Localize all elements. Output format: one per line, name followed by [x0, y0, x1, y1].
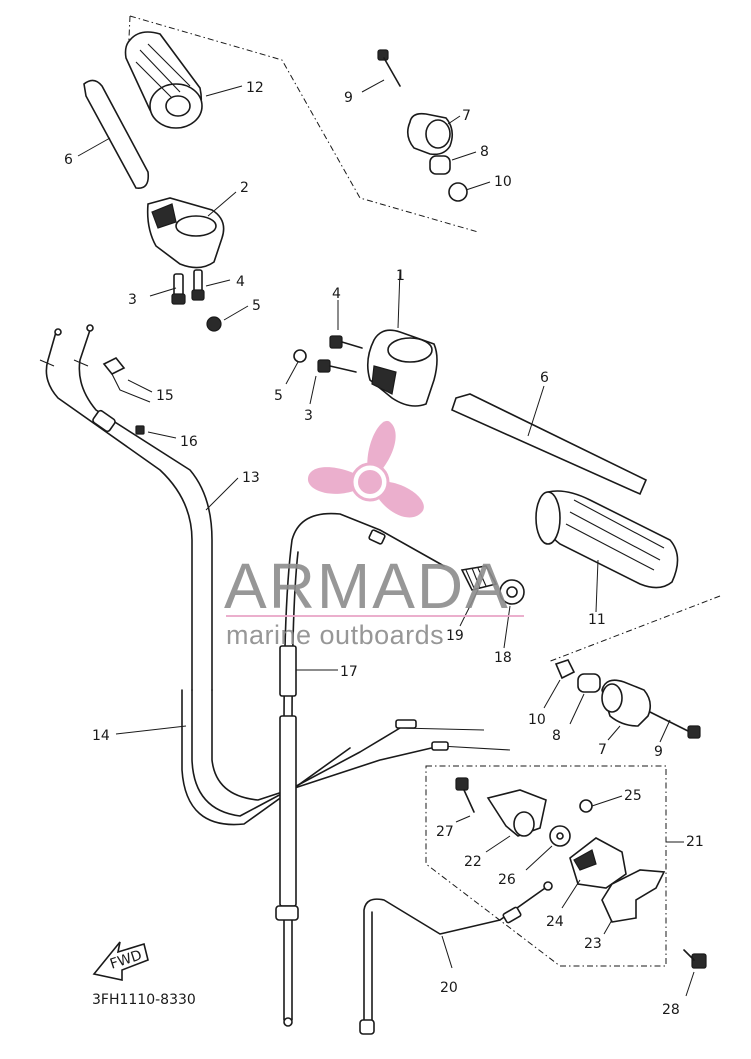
callout-2: 2	[240, 180, 249, 196]
cable-guide-15	[102, 356, 151, 403]
callout-3-center: 3	[304, 408, 313, 424]
callout-10-top: 10	[494, 174, 512, 190]
diagram-code: 3FH1110-8330	[92, 992, 196, 1008]
callout-1: 1	[396, 268, 405, 284]
adjuster-19	[460, 565, 498, 591]
spacer-8-top	[429, 155, 451, 175]
callout-5-center: 5	[274, 388, 283, 404]
callout-16: 16	[180, 434, 198, 450]
watermark: ARMADA marine outboards	[224, 420, 524, 650]
callout-23: 23	[584, 936, 602, 952]
callout-24: 24	[546, 914, 564, 930]
callout-13: 13	[242, 470, 260, 486]
callout-27: 27	[436, 824, 454, 840]
switch-body-24	[569, 837, 627, 889]
callout-28: 28	[662, 1002, 680, 1018]
throttle-cable-14	[181, 689, 511, 826]
clutch-cable-17	[275, 512, 445, 1027]
screw-4-top	[191, 269, 205, 301]
lever-holder-22	[486, 789, 547, 837]
callout-25: 25	[624, 788, 642, 804]
callout-4-top: 4	[236, 274, 245, 290]
callout-5-top: 5	[252, 298, 261, 314]
callout-9-right: 9	[654, 744, 663, 760]
callout-6-right: 6	[540, 370, 549, 386]
callout-7-top: 7	[462, 108, 471, 124]
bracket-23	[601, 869, 666, 923]
callout-21: 21	[686, 834, 704, 850]
callout-18: 18	[494, 650, 512, 666]
callout-15: 15	[156, 388, 174, 404]
nut-10-right	[554, 659, 576, 680]
callout-22: 22	[464, 854, 482, 870]
screw-3-top	[171, 273, 186, 305]
callout-4-center: 4	[332, 286, 341, 302]
watermark-tagline: marine outboards	[226, 620, 444, 650]
locknut-18	[499, 579, 525, 605]
callout-26: 26	[498, 872, 516, 888]
callout-3-top: 3	[128, 292, 137, 308]
callout-9-top: 9	[344, 90, 353, 106]
washer-26	[549, 825, 571, 847]
bar-end-weight-7-right	[601, 679, 652, 727]
bar-end-weight-7-top	[406, 112, 454, 156]
cable-band-16	[135, 425, 145, 435]
handlebar-pipe-6-right	[451, 393, 648, 496]
bolt-27	[455, 777, 475, 813]
callout-12: 12	[246, 80, 264, 96]
throttle-cable-13	[39, 324, 213, 691]
assembly-outline-lever-holder	[425, 765, 667, 967]
callout-10-right: 10	[528, 712, 546, 728]
spacer-8-right	[577, 673, 601, 693]
callout-19: 19	[446, 628, 464, 644]
propeller-icon	[307, 420, 424, 518]
handlebar-switch-1	[366, 329, 438, 407]
bolt-9-right	[649, 711, 701, 739]
callout-20: 20	[440, 980, 458, 996]
bolt-9-top	[377, 49, 401, 87]
callout-labels: 12 6 2 3 4 5 9 7 8 10 1 4 5 3 6 11 15 16…	[64, 80, 704, 1018]
callout-17: 17	[340, 664, 358, 680]
bolt-28	[683, 949, 707, 969]
callout-6-top: 6	[64, 152, 73, 168]
fwd-arrow-icon: FWD	[92, 941, 149, 981]
callout-7-right: 7	[598, 742, 607, 758]
assembly-outline-right-grip	[547, 595, 721, 663]
handle-grip-11	[535, 490, 679, 589]
washer-5-top	[206, 316, 222, 332]
lead-cable-20	[359, 881, 553, 1035]
bolt-25	[579, 799, 593, 813]
grip-sleeve-top	[83, 79, 150, 189]
screw-4-center	[329, 335, 363, 349]
callout-8-top: 8	[480, 144, 489, 160]
throttle-grip-left	[124, 31, 203, 129]
leader-lines	[77, 79, 695, 997]
screw-3-center	[317, 359, 357, 373]
callout-14: 14	[92, 728, 110, 744]
watermark-brand: ARMADA	[224, 550, 510, 622]
callout-11: 11	[588, 612, 606, 628]
nut-10-top	[448, 182, 468, 202]
callout-8-right: 8	[552, 728, 561, 744]
washer-5-center	[293, 349, 307, 363]
throttle-housing-top	[146, 197, 225, 269]
